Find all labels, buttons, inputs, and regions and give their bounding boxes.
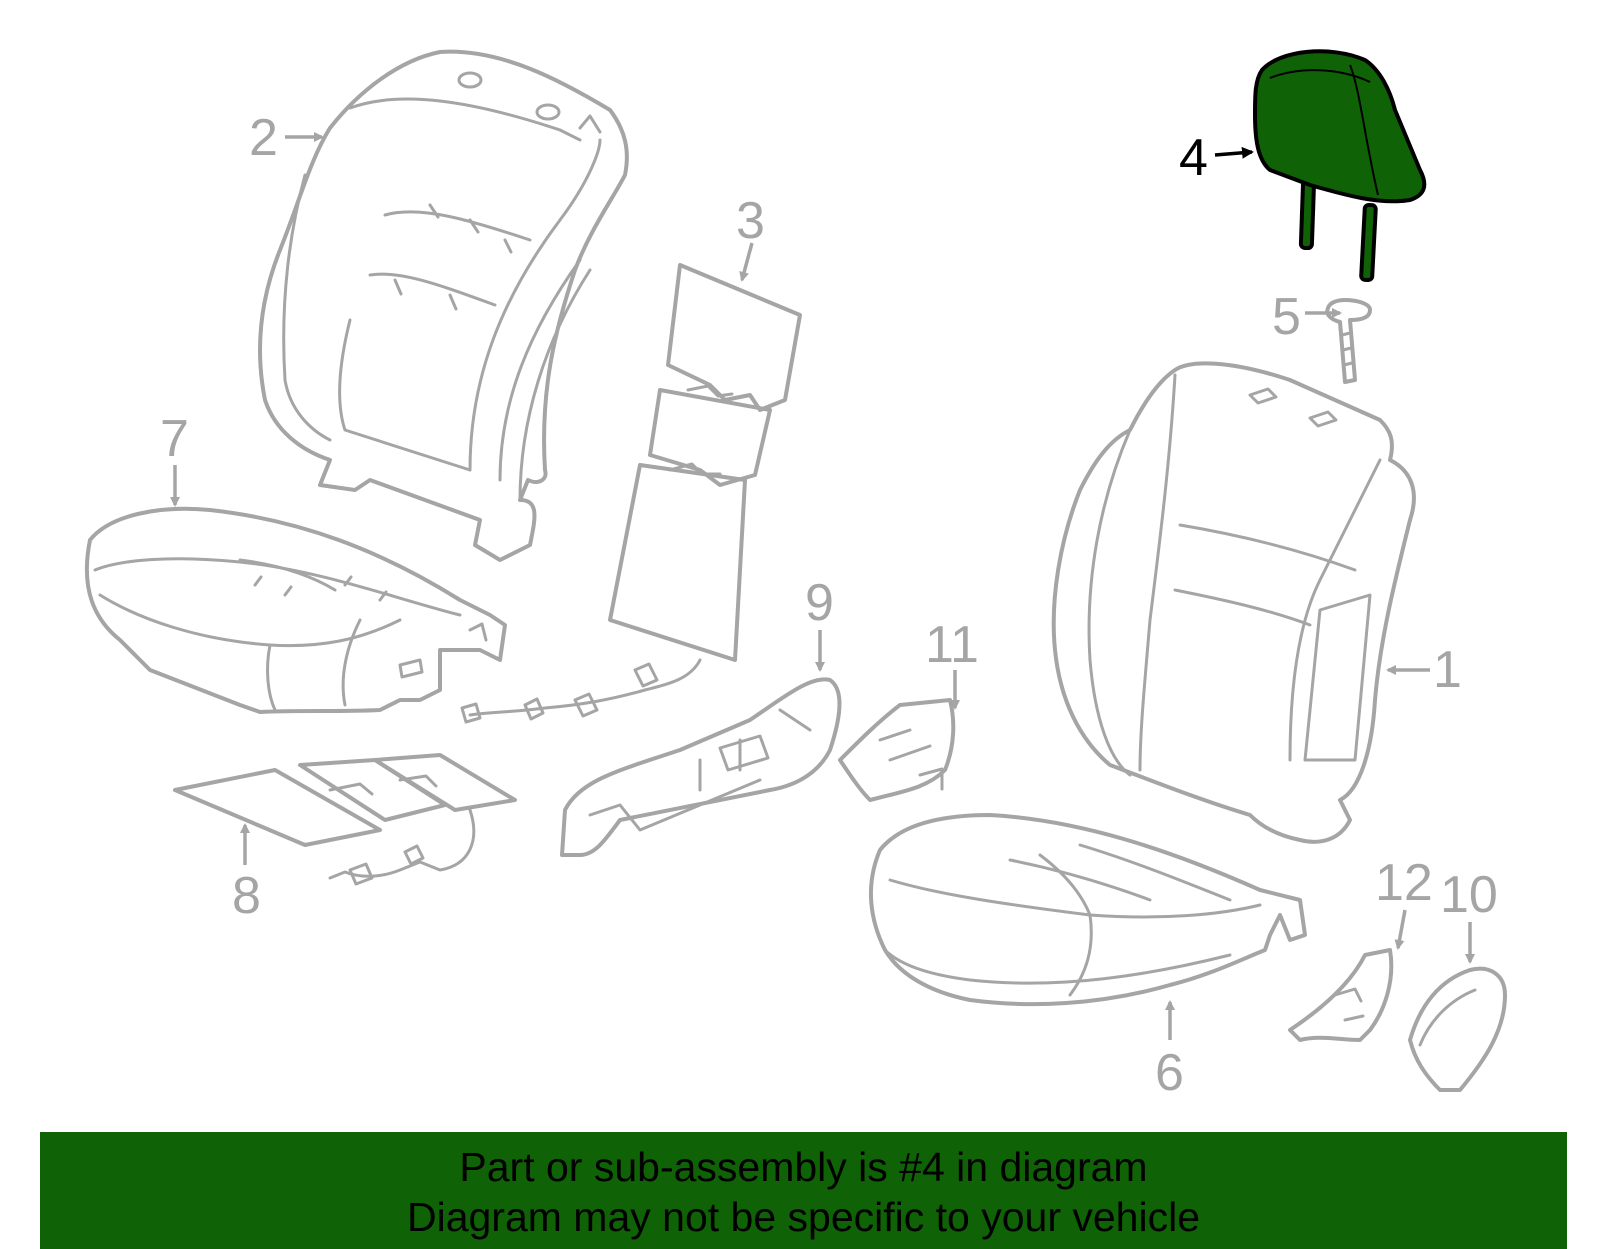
callout-label-5: 5: [1272, 288, 1301, 346]
callout-8: 8: [232, 823, 261, 925]
callout-label-12: 12: [1375, 854, 1433, 912]
part-3-back-pad: [608, 263, 802, 662]
caption-bar: Part or sub-assembly is #4 in diagram Di…: [40, 1132, 1567, 1249]
part-2-seat-back-cover: [258, 49, 629, 562]
callout-3: 3: [736, 192, 765, 282]
callout-label-6: 6: [1155, 1044, 1184, 1102]
callout-1: 1: [1386, 641, 1462, 699]
part-7-seat-cushion-cover: [84, 506, 507, 714]
part-6-seat-cushion: [869, 813, 1307, 1007]
callout-label-1: 1: [1433, 641, 1462, 699]
callout-label-3: 3: [736, 192, 765, 250]
callout-5: 5: [1272, 288, 1342, 346]
headrest-stay-right: [1359, 202, 1378, 283]
callout-4: 4: [1179, 129, 1254, 187]
callout-12: 12: [1375, 854, 1433, 950]
caption-line-2: Diagram may not be specific to your vehi…: [406, 1194, 1200, 1240]
callout-label-2: 2: [249, 109, 278, 167]
callout-label-7: 7: [160, 410, 189, 468]
callout-label-8: 8: [232, 867, 261, 925]
callout-label-4: 4: [1179, 129, 1208, 187]
callout-label-9: 9: [805, 574, 834, 632]
part-9-side-trim: [560, 677, 842, 857]
callout-label-10: 10: [1440, 866, 1498, 924]
headrest-stay-left: [1298, 175, 1317, 251]
part-5-headrest-guide: [1325, 298, 1372, 384]
wire-harness: [460, 658, 702, 724]
callout-9: 9: [805, 574, 834, 672]
part-12-inner-cover: [1288, 948, 1394, 1042]
part-10-cover: [1408, 966, 1507, 1092]
callout-10: 10: [1440, 866, 1498, 964]
callout-7: 7: [160, 410, 189, 507]
callout-label-11: 11: [925, 616, 979, 674]
part-11-bracket: [838, 698, 956, 802]
part-4-headrest: [1253, 49, 1427, 283]
part-8-heater-mats: [173, 753, 517, 886]
callout-11: 11: [925, 616, 979, 710]
callout-6: 6: [1155, 1000, 1184, 1102]
callout-2: 2: [249, 109, 324, 167]
caption-line-1: Part or sub-assembly is #4 in diagram: [459, 1144, 1148, 1190]
part-1-seat-back: [1051, 361, 1416, 844]
